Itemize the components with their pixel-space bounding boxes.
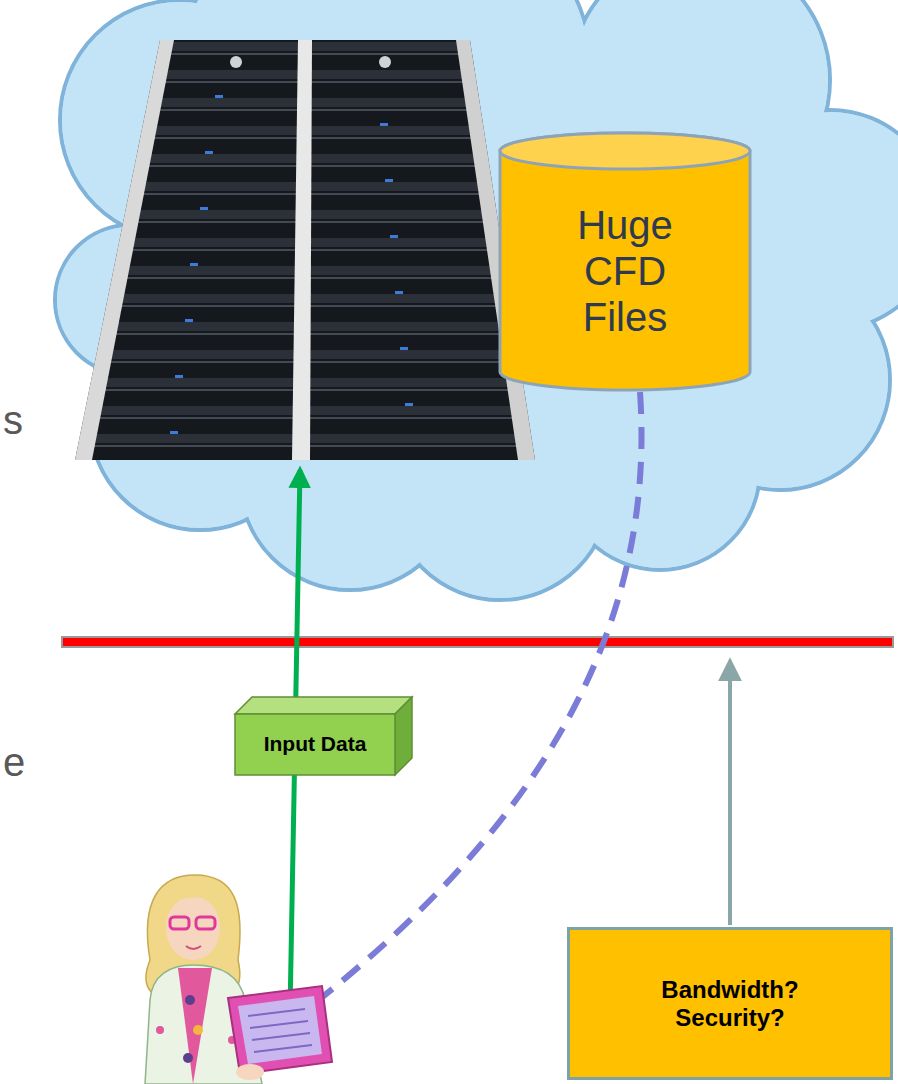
data-package: Input Data	[235, 697, 412, 775]
cropped-slide-text: s	[3, 400, 23, 440]
text-area: Input Data	[235, 714, 395, 775]
box-top	[235, 697, 412, 714]
network-boundary	[62, 637, 893, 647]
box-front	[235, 714, 395, 775]
box-side	[395, 697, 412, 775]
question-box: Bandwidth? Security?	[567, 927, 893, 1080]
cylinder-body	[500, 133, 750, 390]
storage-cylinder: Huge CFD Files	[500, 133, 750, 390]
box-outline	[569, 929, 892, 1079]
node-text: Huge CFD Files	[555, 202, 695, 340]
text-area: Bandwidth? Security?	[575, 933, 885, 1074]
pointer-arrow	[728, 662, 732, 925]
server-rack	[60, 40, 550, 460]
text-area: Huge CFD Files	[506, 169, 744, 372]
node-text: Input Data	[264, 732, 367, 756]
cropped-slide-text: e	[3, 742, 25, 782]
scientist-figure	[145, 875, 332, 1084]
cloud	[55, 0, 898, 600]
node-text: Bandwidth? Security?	[650, 976, 810, 1031]
cylinder-top	[500, 133, 750, 169]
